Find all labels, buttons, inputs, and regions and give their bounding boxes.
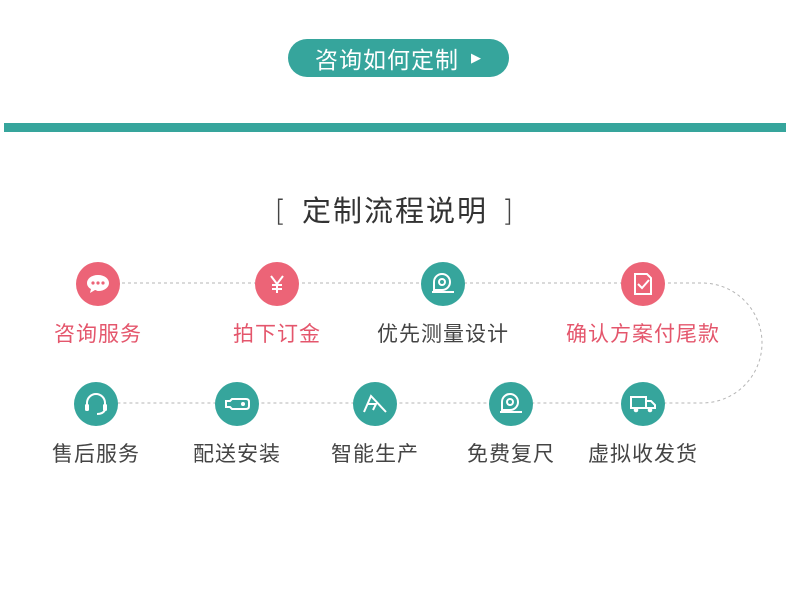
delivery-truck-icon [621, 382, 665, 426]
step-confirm-final-payment: 确认方案付尾款 [563, 262, 723, 348]
step-label: 拍下订金 [233, 322, 321, 346]
play-triangle-icon: ▶ [471, 50, 482, 66]
headset-icon [74, 382, 118, 426]
step-label: 配送安装 [193, 442, 281, 466]
consult-customization-button[interactable]: 咨询如何定制 ▶ [288, 39, 509, 77]
step-consult-service: 咨询服务 [18, 262, 178, 348]
step-delivery-install: 配送安装 [157, 382, 317, 468]
step-pay-deposit: 拍下订金 [197, 262, 357, 348]
step-label: 优先测量设计 [377, 322, 509, 346]
compass-ruler-icon [353, 382, 397, 426]
step-after-sales: 售后服务 [16, 382, 176, 468]
step-label: 确认方案付尾款 [566, 322, 720, 346]
step-smart-production: 智能生产 [295, 382, 455, 468]
step-free-remeasure: 免费复尺 [431, 382, 591, 468]
section-title-text: 定制流程说明 [301, 194, 488, 228]
tape-measure-icon [489, 382, 533, 426]
step-label: 智能生产 [331, 442, 419, 466]
consult-button-label: 咨询如何定制 [315, 48, 459, 74]
divider-band [4, 123, 786, 132]
step-label: 咨询服务 [54, 322, 142, 346]
wrench-icon [215, 382, 259, 426]
tape-measure-icon [421, 262, 465, 306]
section-title: [ 定制流程说明] [0, 188, 790, 230]
document-check-icon [621, 262, 665, 306]
yen-icon [255, 262, 299, 306]
bracket-left: [ [274, 194, 288, 228]
chat-bubble-icon [76, 262, 120, 306]
step-measure-design: 优先测量设计 [363, 262, 523, 348]
step-label: 售后服务 [52, 442, 140, 466]
step-label: 虚拟收发货 [588, 442, 698, 466]
step-virtual-shipping: 虚拟收发货 [563, 382, 723, 468]
step-label: 免费复尺 [467, 442, 555, 466]
bracket-right: ] [502, 194, 516, 228]
